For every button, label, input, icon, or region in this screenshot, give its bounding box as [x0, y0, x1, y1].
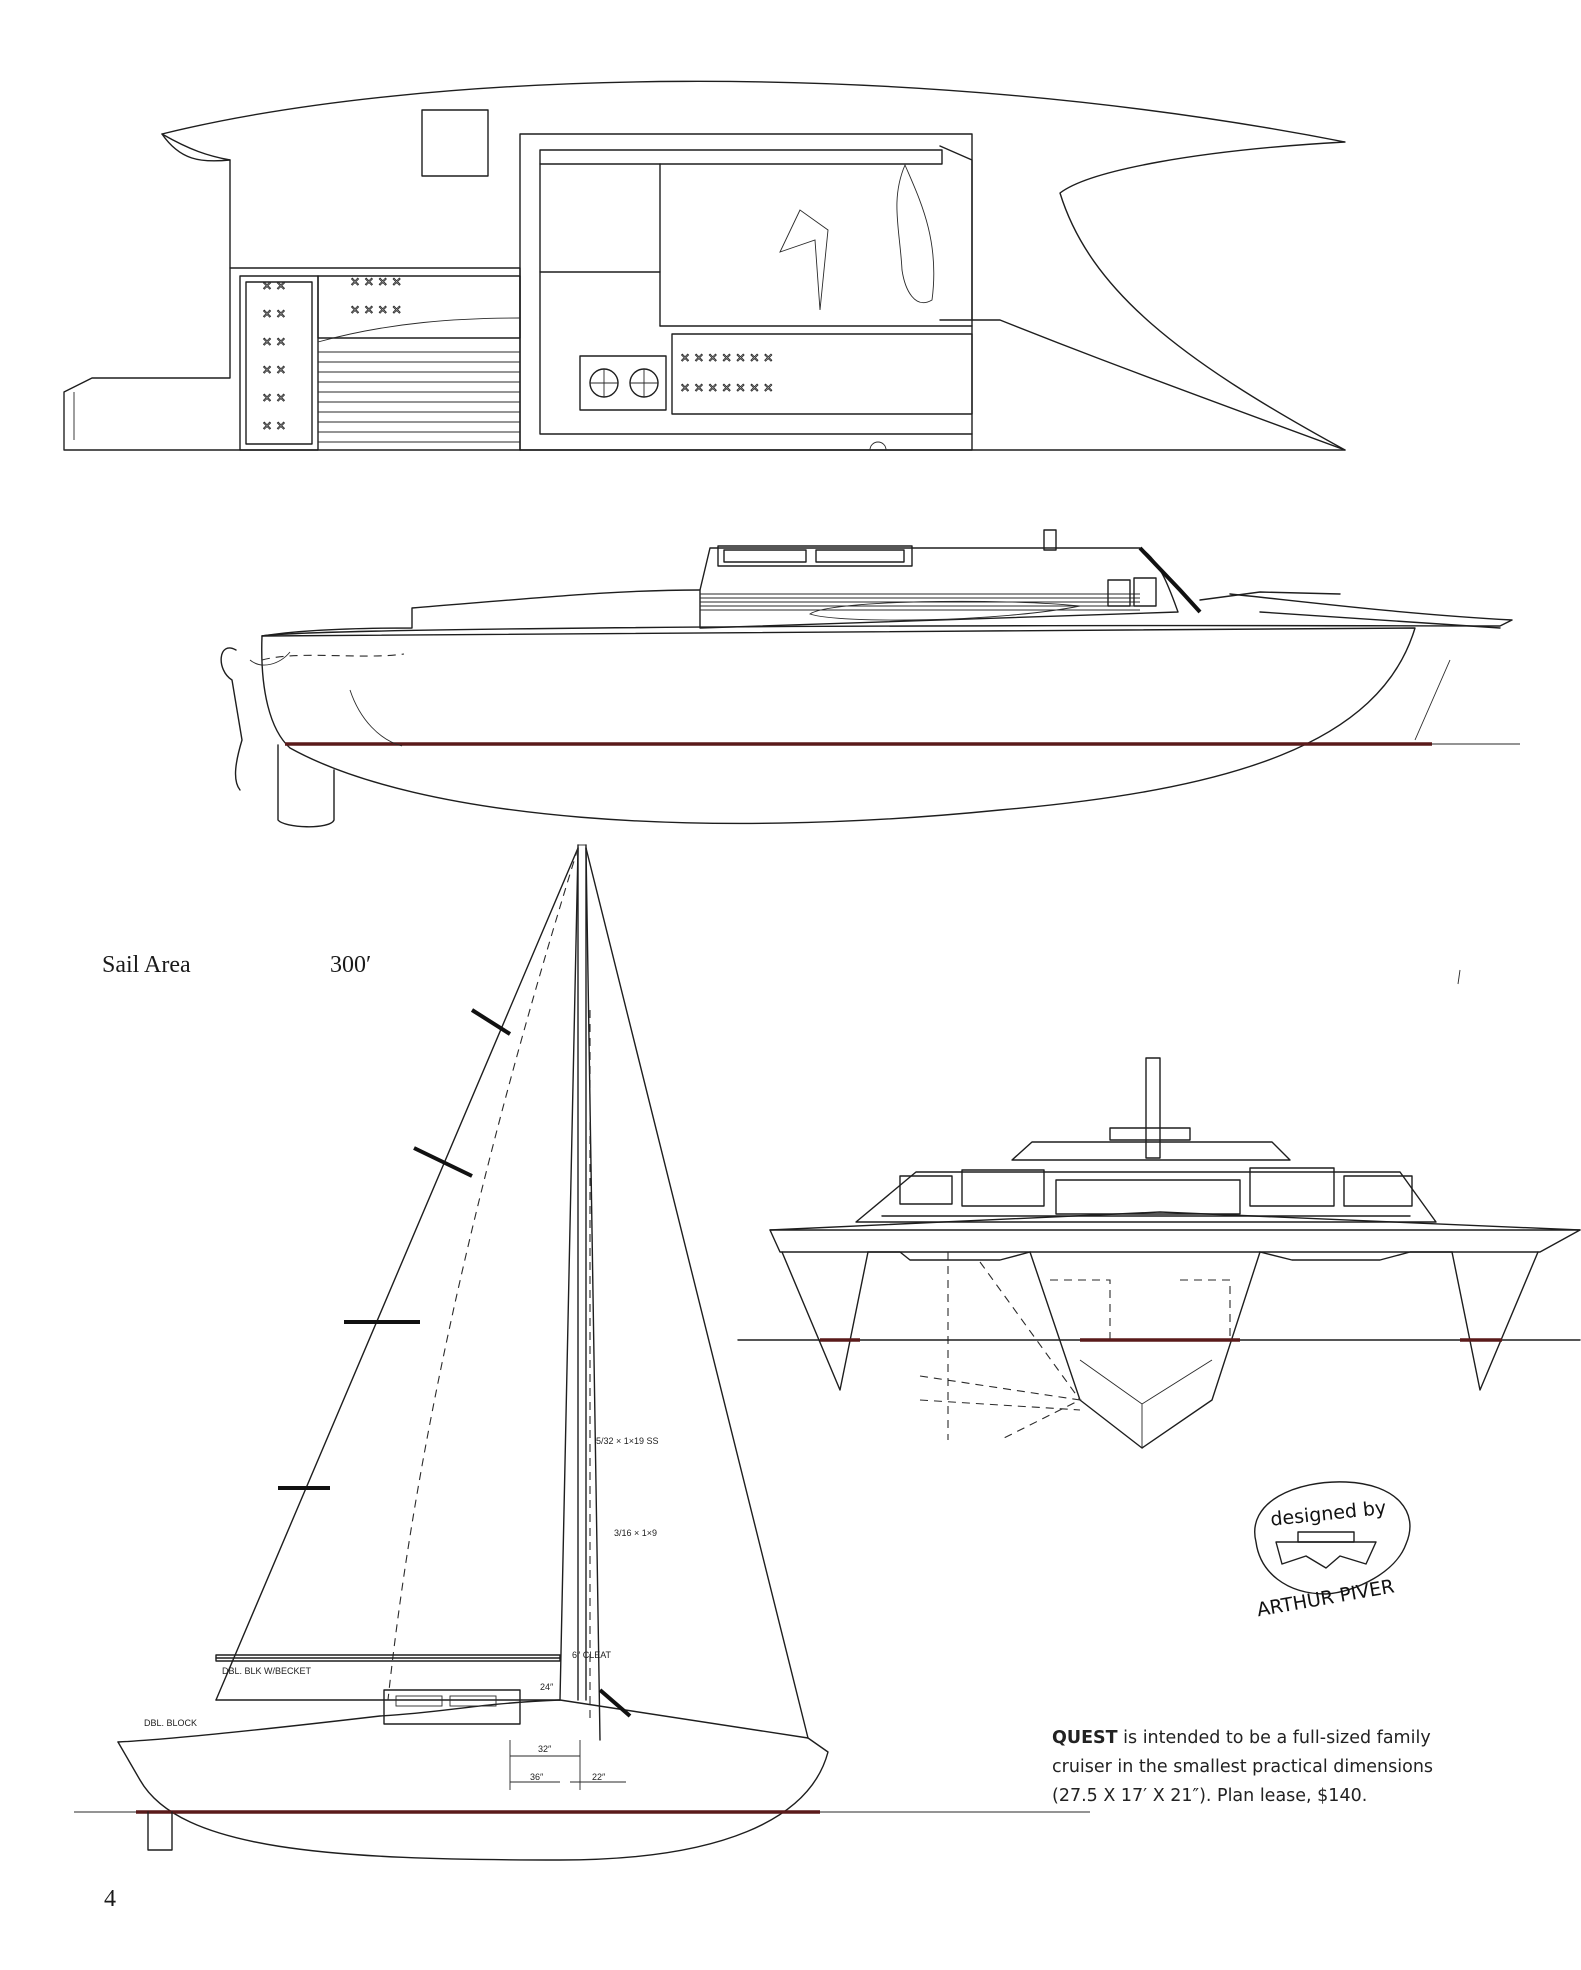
dim-36-note: 36″	[530, 1772, 544, 1782]
svg-text:✕ ✕ ✕ ✕ ✕ ✕ ✕: ✕ ✕ ✕ ✕ ✕ ✕ ✕	[680, 381, 773, 395]
becket-note: DBL. BLK W/BECKET	[222, 1666, 312, 1676]
svg-text:✕ ✕: ✕ ✕	[262, 363, 286, 377]
bow-front-view	[737, 1057, 1581, 1449]
svg-text:✕ ✕: ✕ ✕	[262, 335, 286, 349]
cleat-note: 6″ CLEAT	[572, 1650, 612, 1660]
sail-plan-view: 5/32 × 1×19 SS 3/16 × 1×9 6″ CLEAT DBL. …	[74, 844, 1090, 1861]
sail-area-value: 300′	[330, 952, 372, 978]
logo-line-2: ARTHUR PIVER	[1255, 1576, 1396, 1618]
shroud-note: 3/16 × 1×9	[614, 1528, 657, 1538]
block-note: DBL. BLOCK	[144, 1718, 197, 1728]
page-number: 4	[104, 1886, 116, 1912]
deck-plan-view: ✕ ✕ ✕ ✕ ✕ ✕ ✕ ✕ ✕ ✕ ✕ ✕ ✕ ✕ ✕ ✕ ✕ ✕ ✕ ✕ ✕ ✕ ✕…	[63, 80, 1346, 451]
svg-text:✕ ✕ ✕ ✕: ✕ ✕ ✕ ✕	[350, 303, 402, 317]
description-text: is intended to be a full-sized family cr…	[1052, 1728, 1434, 1806]
svg-text:✕ ✕ ✕ ✕ ✕ ✕ ✕: ✕ ✕ ✕ ✕ ✕ ✕ ✕	[680, 351, 773, 365]
svg-text:✕ ✕: ✕ ✕	[262, 279, 286, 293]
boat-name: QUEST	[1052, 1728, 1118, 1748]
designer-logo: designed by ARTHUR PIVER	[1254, 1481, 1411, 1618]
svg-text:✕ ✕: ✕ ✕	[262, 419, 286, 433]
logo-line-1: designed by	[1269, 1497, 1387, 1531]
sail-area-label: Sail Area	[102, 952, 191, 978]
description-paragraph: QUEST is intended to be a full-sized fam…	[1052, 1724, 1482, 1811]
svg-text:✕ ✕: ✕ ✕	[262, 307, 286, 321]
dim-22-note: 22″	[592, 1772, 606, 1782]
svg-text:✕ ✕: ✕ ✕	[262, 391, 286, 405]
hull-profile-view	[220, 529, 1520, 828]
forestay-note: 5/32 × 1×19 SS	[596, 1436, 659, 1446]
dim-24-note: 24″	[540, 1682, 554, 1692]
dim-32-note: 32″	[538, 1744, 552, 1754]
stray-mark	[1457, 969, 1461, 985]
svg-text:✕ ✕ ✕ ✕: ✕ ✕ ✕ ✕	[350, 275, 402, 289]
